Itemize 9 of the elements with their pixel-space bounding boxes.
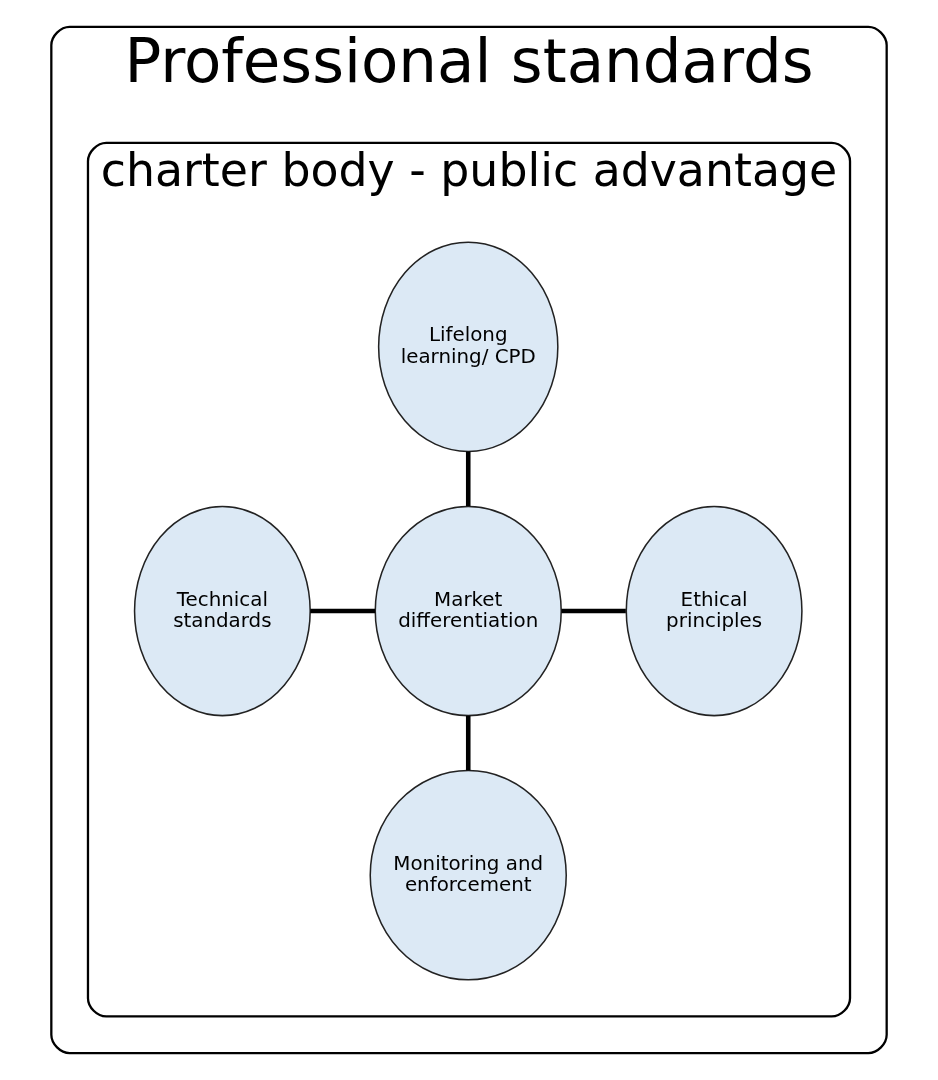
node-ellipse: Lifelong learning/ CPD — [377, 241, 559, 453]
connector — [561, 608, 626, 614]
node-circle: Monitoring and enforcement — [369, 769, 567, 981]
connector — [310, 608, 376, 614]
node-ellipse: Market differentiation — [374, 505, 562, 717]
connector — [465, 451, 471, 507]
node-ellipse: Ethical principles — [625, 505, 803, 717]
connector — [465, 715, 471, 771]
node-ellipse: Technical standards — [133, 505, 311, 717]
